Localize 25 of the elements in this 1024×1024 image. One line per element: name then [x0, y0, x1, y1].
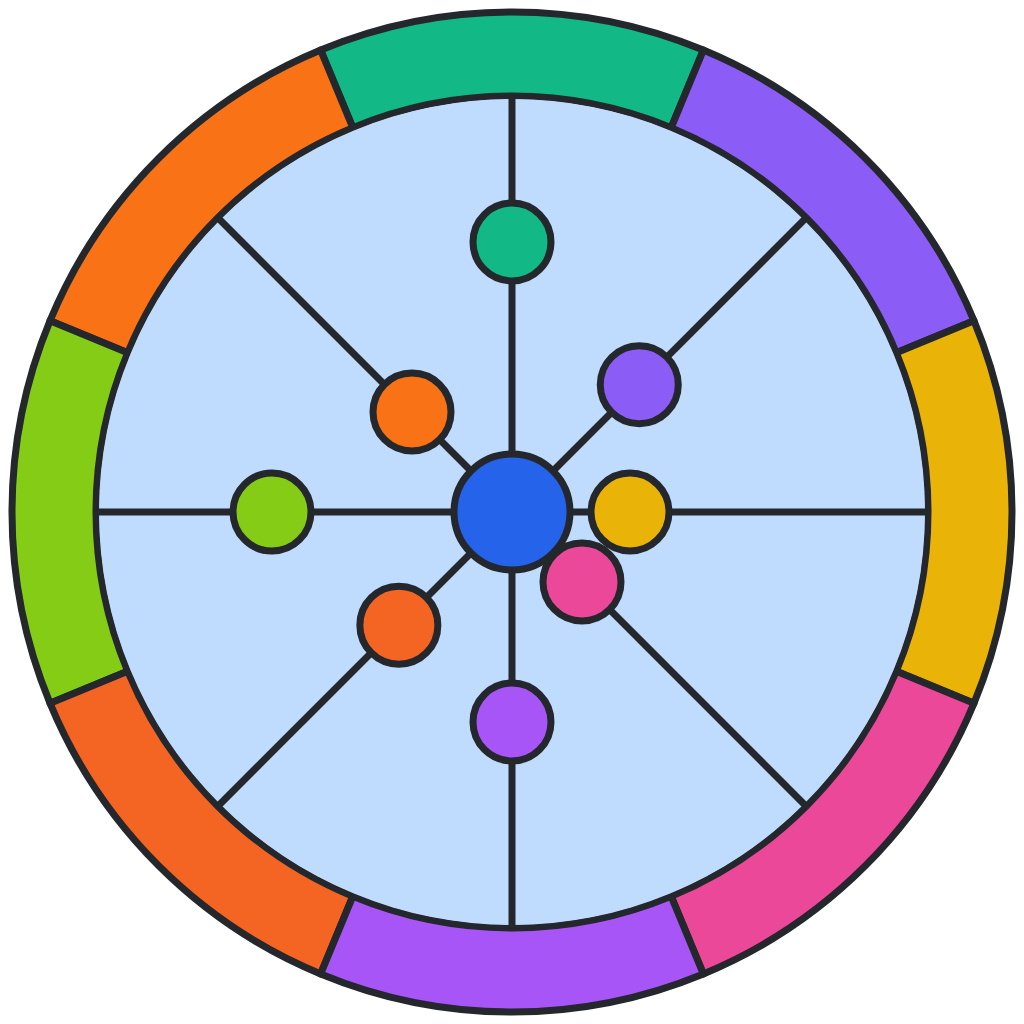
spoke-line — [508, 96, 516, 203]
spoke-line — [669, 508, 928, 516]
spoke-line — [664, 215, 809, 360]
ring-segment — [9, 317, 132, 707]
ring-segment — [317, 892, 707, 1015]
ring-segment — [667, 46, 978, 357]
spoke-line — [96, 508, 233, 516]
spoke-line — [508, 570, 516, 683]
ring-segment — [46, 46, 357, 357]
spoke-line — [550, 409, 615, 474]
spoke-line — [570, 508, 591, 516]
ring-segment — [667, 667, 978, 978]
spoke-line — [437, 437, 474, 474]
spoke-line — [311, 508, 454, 516]
spoke-line — [215, 215, 387, 387]
spoke-line — [508, 281, 516, 454]
inner-disc — [99, 99, 925, 925]
ring-segment — [46, 667, 357, 978]
spoke-line — [215, 650, 374, 809]
ring-segment — [317, 9, 707, 132]
spoke-line — [423, 550, 474, 601]
spoke-line — [508, 761, 516, 928]
spoke-line — [607, 607, 809, 809]
ring-segment — [892, 317, 1015, 707]
hub-circle — [450, 450, 574, 574]
